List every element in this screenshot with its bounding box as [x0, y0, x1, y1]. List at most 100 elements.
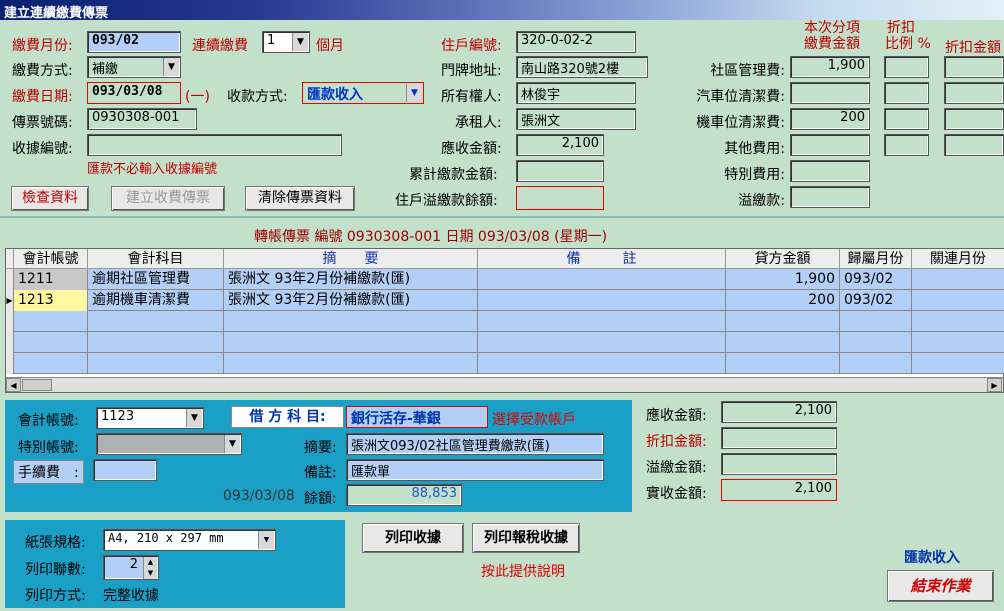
grid-header-4[interactable]: 貸方金額: [726, 249, 840, 269]
special-acct-select[interactable]: ▼: [96, 433, 242, 455]
table-cell[interactable]: [88, 311, 224, 332]
table-cell[interactable]: [88, 332, 224, 353]
table-row-empty[interactable]: [6, 353, 1004, 374]
grid-header-3[interactable]: 備 註: [478, 249, 726, 269]
chevron-down-icon[interactable]: ▼: [186, 409, 202, 427]
fee-rate-3[interactable]: [884, 134, 929, 156]
fee-amount-0[interactable]: 1,900: [790, 56, 870, 78]
table-cell[interactable]: [726, 353, 840, 374]
fee-amount-5[interactable]: [790, 186, 870, 208]
scrollbar-thumb[interactable]: [22, 379, 52, 391]
voucher-input[interactable]: 0930308-001: [87, 108, 197, 130]
table-cell[interactable]: 張洲文 93年2月份補繳款(匯): [224, 290, 478, 311]
spin-up-icon[interactable]: ▲: [147, 558, 154, 566]
fee-amount-1[interactable]: [790, 82, 870, 104]
table-cell[interactable]: [478, 269, 726, 290]
table-cell[interactable]: [88, 353, 224, 374]
table-cell[interactable]: [912, 332, 1004, 353]
table-cell[interactable]: [912, 269, 1004, 290]
summary-input[interactable]: 張洲文093/02社區管理費繳款(匯): [346, 433, 604, 455]
continuous-select[interactable]: 1▼: [262, 31, 310, 53]
table-cell[interactable]: [14, 353, 88, 374]
table-cell[interactable]: 1213: [14, 290, 88, 311]
table-cell[interactable]: [478, 332, 726, 353]
grid-header-0[interactable]: 會計帳號: [14, 249, 88, 269]
end-operation-button[interactable]: 結束作業: [887, 570, 994, 602]
row-selector[interactable]: [6, 332, 14, 353]
create-voucher-button[interactable]: 建立收費傳票: [111, 186, 225, 211]
fee-amount-3[interactable]: [790, 134, 870, 156]
horizontal-scrollbar[interactable]: ◀ ▶: [6, 377, 1003, 392]
grid-header-2[interactable]: 摘 要: [224, 249, 478, 269]
print-tax-receipt-button[interactable]: 列印報稅收據: [472, 523, 580, 553]
receipt-input[interactable]: [87, 134, 342, 156]
table-cell[interactable]: 張洲文 93年2月份補繳款(匯): [224, 269, 478, 290]
row-selector[interactable]: [6, 311, 14, 332]
table-cell[interactable]: [912, 311, 1004, 332]
date-input[interactable]: 093/03/08: [87, 82, 181, 104]
grid-header-1[interactable]: 會計科目: [88, 249, 224, 269]
chevron-down-icon[interactable]: ▼: [292, 33, 308, 51]
table-cell[interactable]: 1211: [14, 269, 88, 290]
grid-header-6[interactable]: 關連月份: [912, 249, 1004, 269]
table-cell[interactable]: [726, 311, 840, 332]
row-selector[interactable]: ▶: [6, 290, 14, 311]
table-cell[interactable]: 1,900: [726, 269, 840, 290]
method-select[interactable]: 補繳▼: [87, 56, 181, 78]
table-cell[interactable]: [912, 353, 1004, 374]
scroll-right-icon[interactable]: ▶: [987, 378, 1002, 392]
spin-down-icon[interactable]: ▼: [147, 569, 154, 577]
table-cell[interactable]: [478, 353, 726, 374]
chevron-down-icon[interactable]: ▼: [224, 435, 240, 453]
table-cell[interactable]: 逾期機車清潔費: [88, 290, 224, 311]
fee-amount-4[interactable]: [790, 160, 870, 182]
row-selector[interactable]: [6, 353, 14, 374]
grid-header-5[interactable]: 歸屬月份: [840, 249, 912, 269]
table-cell[interactable]: [224, 353, 478, 374]
table-cell[interactable]: [840, 332, 912, 353]
table-row-empty[interactable]: [6, 332, 1004, 353]
table-row-empty[interactable]: [6, 311, 1004, 332]
fee-discount-3[interactable]: [944, 134, 1004, 156]
table-cell[interactable]: [14, 332, 88, 353]
month-input[interactable]: 093/02: [87, 31, 181, 53]
table-cell[interactable]: [478, 290, 726, 311]
table-cell[interactable]: [840, 311, 912, 332]
table-cell[interactable]: 093/02: [840, 269, 912, 290]
debit-acct-select[interactable]: 1123▼: [96, 407, 204, 429]
table-cell[interactable]: 093/02: [840, 290, 912, 311]
check-data-button[interactable]: 檢查資料: [11, 186, 89, 211]
print-receipt-button[interactable]: 列印收據: [362, 523, 464, 553]
table-cell[interactable]: [840, 353, 912, 374]
fee-rate-1[interactable]: [884, 82, 929, 104]
table-cell[interactable]: [912, 290, 1004, 311]
fee-amount-2[interactable]: 200: [790, 108, 870, 130]
chevron-down-icon[interactable]: ▼: [258, 531, 274, 549]
resident-no-input[interactable]: 320-0-02-2: [516, 31, 636, 53]
help-link[interactable]: 按此提供說明: [481, 564, 565, 580]
fee-discount-0[interactable]: [944, 56, 1004, 78]
chevron-down-icon[interactable]: ▼: [163, 58, 179, 76]
note-input[interactable]: 匯款單: [346, 459, 604, 481]
table-cell[interactable]: 逾期社區管理費: [88, 269, 224, 290]
table-cell[interactable]: 200: [726, 290, 840, 311]
fee-rate-2[interactable]: [884, 108, 929, 130]
fee-rate-0[interactable]: [884, 56, 929, 78]
handling-fee-input[interactable]: [93, 459, 157, 481]
select-account-link[interactable]: 選擇受款帳戶: [492, 412, 576, 428]
collect-select[interactable]: 匯款收入▼: [302, 82, 424, 104]
copies-spinner[interactable]: 2▲▼: [103, 555, 159, 580]
chevron-down-icon[interactable]: ▼: [406, 84, 422, 102]
fee-discount-1[interactable]: [944, 82, 1004, 104]
fee-discount-2[interactable]: [944, 108, 1004, 130]
scroll-left-icon[interactable]: ◀: [6, 378, 21, 392]
clear-voucher-button[interactable]: 清除傳票資料: [245, 186, 355, 211]
row-selector[interactable]: [6, 269, 14, 290]
table-cell[interactable]: [224, 311, 478, 332]
table-cell[interactable]: [224, 332, 478, 353]
paper-select[interactable]: A4, 210 x 297 mm▼: [103, 529, 276, 551]
table-cell[interactable]: [726, 332, 840, 353]
